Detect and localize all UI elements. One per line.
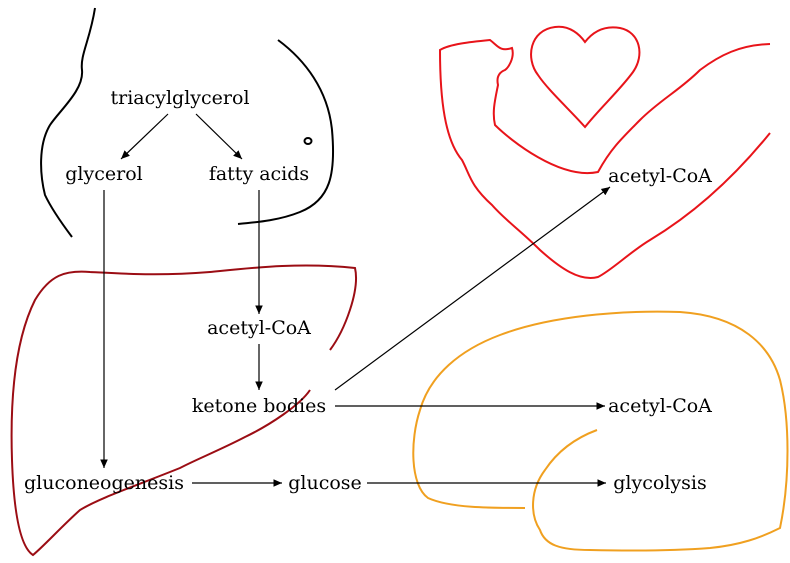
adipose-tissue-outline [41,8,333,237]
brain-outline [413,312,787,551]
label-glycolysis: glycolysis [613,472,706,494]
label-gluconeogenesis: gluconeogenesis [24,472,184,494]
label-glycerol: glycerol [65,163,142,185]
label-acetyl-coa-muscle: acetyl-CoA [608,395,712,417]
arrow-ketone-bodies-to-acetyl-coa-heart [335,187,610,390]
label-fatty-acids: fatty acids [209,163,309,185]
label-glucose: glucose [288,472,362,494]
pathway-arrows [104,114,610,483]
muscle-arm-outline [440,40,770,278]
label-acetyl-coa-liver: acetyl-CoA [207,317,311,339]
arrow-triacylglycerol-to-fatty-acids [196,114,242,159]
arrow-triacylglycerol-to-glycerol [121,114,168,159]
label-ketone-bodies: ketone bodies [192,395,326,417]
heart-outline [531,27,639,127]
label-acetyl-coa-heart: acetyl-CoA [608,165,712,187]
label-triacylglycerol: triacylglycerol [110,87,249,109]
